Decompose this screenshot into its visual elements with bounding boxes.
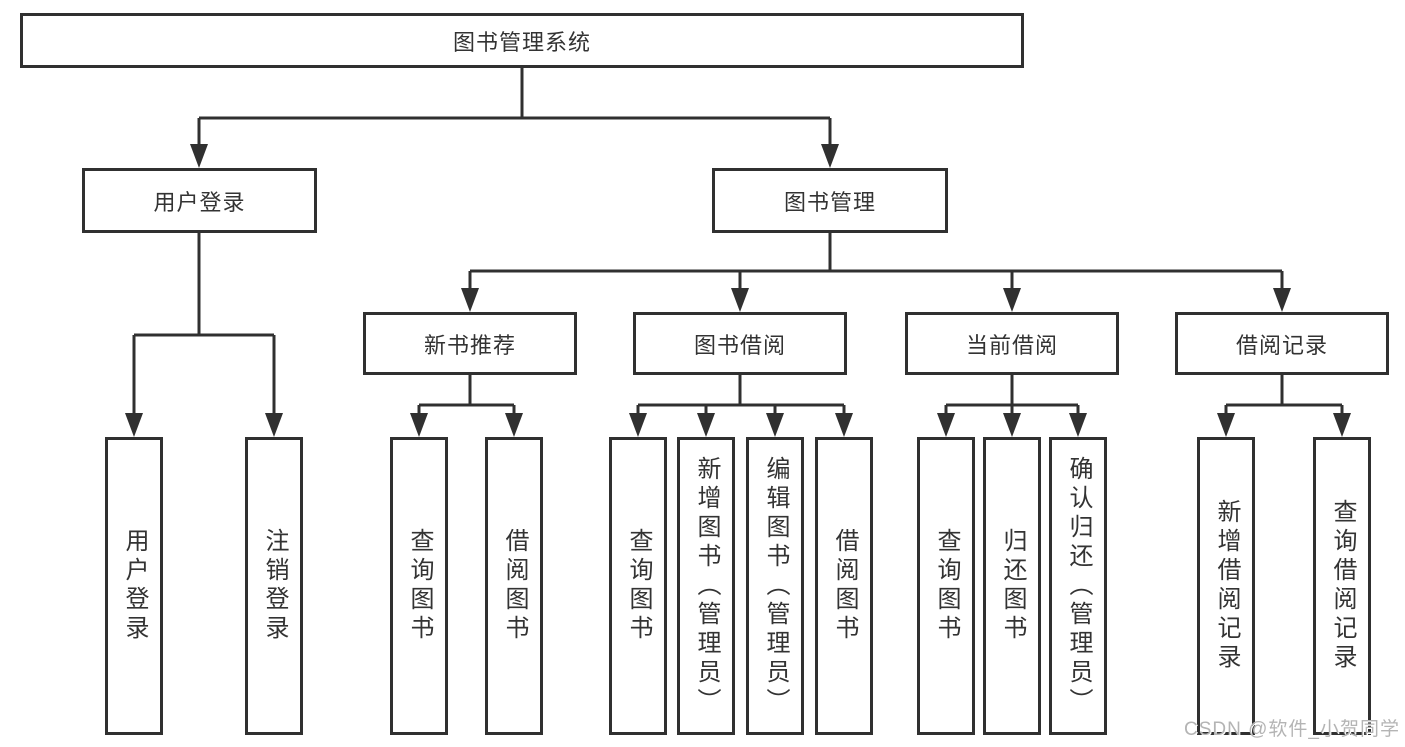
leaf-user-login: 用户登录 xyxy=(105,437,163,735)
node-book-management: 图书管理 xyxy=(712,168,948,233)
leaf-cb-query-books: 查询图书 xyxy=(917,437,975,735)
leaf-br-query-record-label: 查询借阅记录 xyxy=(1329,499,1356,673)
leaf-nb-query-books: 查询图书 xyxy=(390,437,448,735)
leaf-bb-edit-books-admin: 编辑图书（管理员） xyxy=(746,437,804,735)
arrowheads xyxy=(125,144,1351,437)
connector-stems xyxy=(132,68,1344,416)
leaf-br-add-record: 新增借阅记录 xyxy=(1197,437,1255,735)
leaf-cb-query-books-label: 查询图书 xyxy=(933,528,960,644)
leaf-nb-borrow-books-label: 借阅图书 xyxy=(501,528,528,644)
leaf-bb-borrow-books-label: 借阅图书 xyxy=(831,528,858,644)
leaf-cb-return-books: 归还图书 xyxy=(983,437,1041,735)
leaf-bb-query-books-label: 查询图书 xyxy=(625,528,652,644)
leaf-nb-query-books-label: 查询图书 xyxy=(406,528,433,644)
leaf-cb-confirm-return-admin-label: 确认归还（管理员） xyxy=(1065,455,1092,717)
leaf-bb-add-books-admin: 新增图书（管理员） xyxy=(677,437,735,735)
leaf-bb-borrow-books: 借阅图书 xyxy=(815,437,873,735)
leaf-cb-confirm-return-admin: 确认归还（管理员） xyxy=(1049,437,1107,735)
node-borrow-records: 借阅记录 xyxy=(1175,312,1389,375)
node-current-borrow: 当前借阅 xyxy=(905,312,1119,375)
leaf-br-query-record: 查询借阅记录 xyxy=(1313,437,1371,735)
leaf-cb-return-books-label: 归还图书 xyxy=(999,528,1026,644)
leaf-user-login-label: 用户登录 xyxy=(121,528,148,644)
leaf-logout-label: 注销登录 xyxy=(261,528,288,644)
leaf-nb-borrow-books: 借阅图书 xyxy=(485,437,543,735)
leaf-br-add-record-label: 新增借阅记录 xyxy=(1213,499,1240,673)
leaf-bb-add-books-admin-label: 新增图书（管理员） xyxy=(693,455,720,717)
leaf-bb-edit-books-admin-label: 编辑图书（管理员） xyxy=(762,455,789,717)
leaf-bb-query-books: 查询图书 xyxy=(609,437,667,735)
node-book-borrow: 图书借阅 xyxy=(633,312,847,375)
leaf-logout: 注销登录 xyxy=(245,437,303,735)
node-system-root: 图书管理系统 xyxy=(20,13,1024,68)
csdn-watermark: CSDN @软件_小贺同学 xyxy=(1184,719,1400,740)
node-new-book-recommend: 新书推荐 xyxy=(363,312,577,375)
node-user-login: 用户登录 xyxy=(82,168,317,233)
